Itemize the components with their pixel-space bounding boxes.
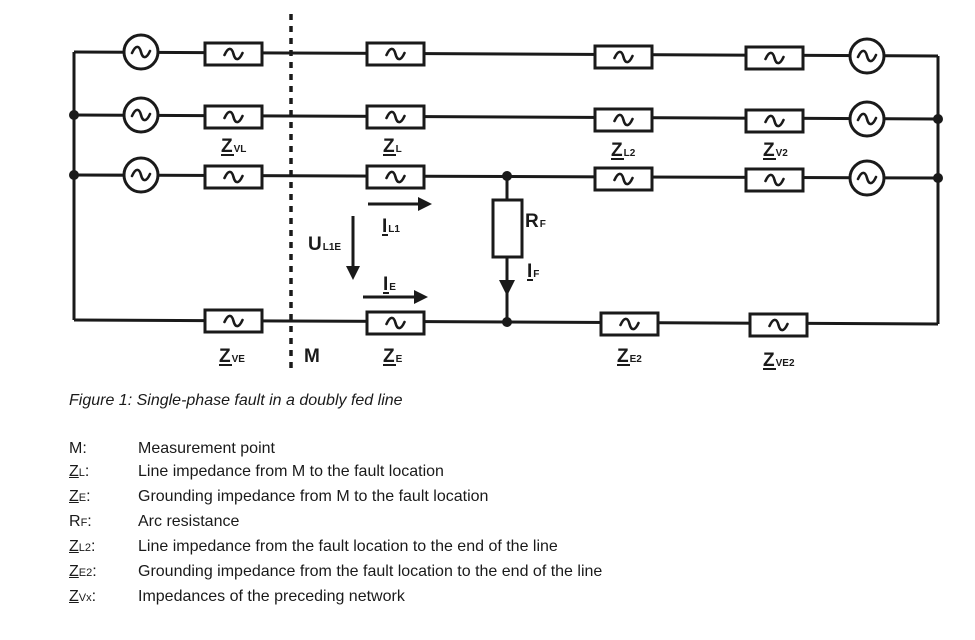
legend-description: Grounding impedance from M to the fault … <box>138 488 489 505</box>
legend-description: Impedances of the preceding network <box>138 588 405 605</box>
arc-resistance <box>491 198 524 259</box>
impedance-zv2-1 <box>744 45 805 71</box>
impedance-zl-3 <box>365 164 426 190</box>
impedance-zvl-2 <box>203 104 264 130</box>
legend-description: Measurement point <box>138 440 275 457</box>
ac-source-icon <box>856 112 878 126</box>
legend-item: ZE2: Grounding impedance from the fault l… <box>69 560 602 585</box>
legend-description: Arc resistance <box>138 513 240 530</box>
figure-caption: Figure 1: Single-phase fault in a doubly… <box>69 392 403 409</box>
ac-source-icon <box>130 168 152 182</box>
label-zl2: ZL2 <box>611 140 636 161</box>
ac-source-icon <box>130 45 152 59</box>
tilde-icon <box>385 316 406 330</box>
impedance-zv2-2 <box>744 108 805 134</box>
legend-item: ZVx: Impedances of the preceding network <box>69 585 602 610</box>
legend-symbol: ZE: <box>69 488 91 505</box>
legend-item: ZL: Line impedance from M to the fault lo… <box>69 460 602 485</box>
left-bus-node-3 <box>69 170 79 180</box>
right-bus-node-3 <box>933 173 943 183</box>
label-rf: RF <box>525 211 546 232</box>
legend-symbol: ZL2: <box>69 538 96 555</box>
tilde-icon <box>223 170 244 184</box>
fault-node-top <box>502 171 512 181</box>
ac-source-icon <box>856 171 878 185</box>
legend-item: ZL2: Line impedance from the fault locati… <box>69 535 602 560</box>
source-L1-right <box>848 37 886 75</box>
impedance-ze2 <box>599 311 660 337</box>
impedance-zl-2 <box>365 104 426 130</box>
impedance-zl2-3 <box>593 166 654 192</box>
impedance-zve <box>203 308 264 334</box>
tilde-icon <box>223 314 244 328</box>
label-ze: ZE <box>383 346 403 367</box>
legend-item: ZE: Grounding impedance from M to the fau… <box>69 485 602 510</box>
tilde-icon <box>764 114 785 128</box>
source-L2-left <box>122 96 160 134</box>
legend-symbol: M: <box>69 440 87 457</box>
current-il1-arrowhead <box>418 197 432 211</box>
voltage-ul1e-arrowhead <box>346 266 360 280</box>
tilde-icon <box>385 110 406 124</box>
source-L3-right <box>848 159 886 197</box>
impedance-zvl-3 <box>203 164 264 190</box>
label-zve: ZVE <box>219 346 245 367</box>
source-L3-left <box>122 156 160 194</box>
label-ze2: ZE2 <box>617 346 642 367</box>
tilde-icon <box>223 110 244 124</box>
legend-item: RF: Arc resistance <box>69 510 602 535</box>
source-L2-right <box>848 100 886 138</box>
label-zl: ZL <box>383 136 402 157</box>
source-L1-left <box>122 33 160 71</box>
impedance-zl2-1 <box>593 44 654 70</box>
legend-symbol: RF: <box>69 513 92 530</box>
legend-symbol: ZL: <box>69 463 90 480</box>
tilde-icon <box>764 173 785 187</box>
tilde-icon <box>613 113 634 127</box>
label-if: IF <box>527 261 539 282</box>
current-ie-arrowhead <box>414 290 428 304</box>
legend-item: M: Measurement point <box>69 437 602 460</box>
ac-source-icon <box>856 49 878 63</box>
tilde-icon <box>613 50 634 64</box>
impedance-zve2 <box>748 312 809 338</box>
label-il1: IL1 <box>382 216 400 237</box>
tilde-icon <box>764 51 785 65</box>
right-bus-node-2 <box>933 114 943 124</box>
impedance-zv2-3 <box>744 167 805 193</box>
legend-description: Grounding impedance from the fault locat… <box>138 563 603 580</box>
legend-symbol: ZE2: <box>69 563 97 580</box>
legend-symbol: ZVx: <box>69 588 97 605</box>
tilde-icon <box>768 318 789 332</box>
impedance-zl-1 <box>365 41 426 67</box>
label-ie: IE <box>383 274 396 295</box>
impedance-ze <box>365 310 426 336</box>
label-zve2: ZVE2 <box>763 350 795 371</box>
tilde-icon <box>619 317 640 331</box>
left-bus-node-2 <box>69 110 79 120</box>
legend-description: Line impedance from the fault location t… <box>138 538 558 555</box>
tilde-icon <box>613 172 634 186</box>
ac-source-icon <box>130 108 152 122</box>
label-zv2: ZV2 <box>763 140 788 161</box>
impedance-zvl-1 <box>203 41 264 67</box>
legend-description: Line impedance from M to the fault locat… <box>138 463 444 480</box>
fault-current-arrowhead <box>499 280 515 296</box>
label-m: M <box>304 346 320 367</box>
label-ul1e: UL1E <box>308 234 341 255</box>
tilde-icon <box>223 47 244 61</box>
label-zvl: ZVL <box>221 136 246 157</box>
tilde-icon <box>385 170 406 184</box>
fault-node-bottom <box>502 317 512 327</box>
impedance-zl2-2 <box>593 107 654 133</box>
tilde-icon <box>385 47 406 61</box>
